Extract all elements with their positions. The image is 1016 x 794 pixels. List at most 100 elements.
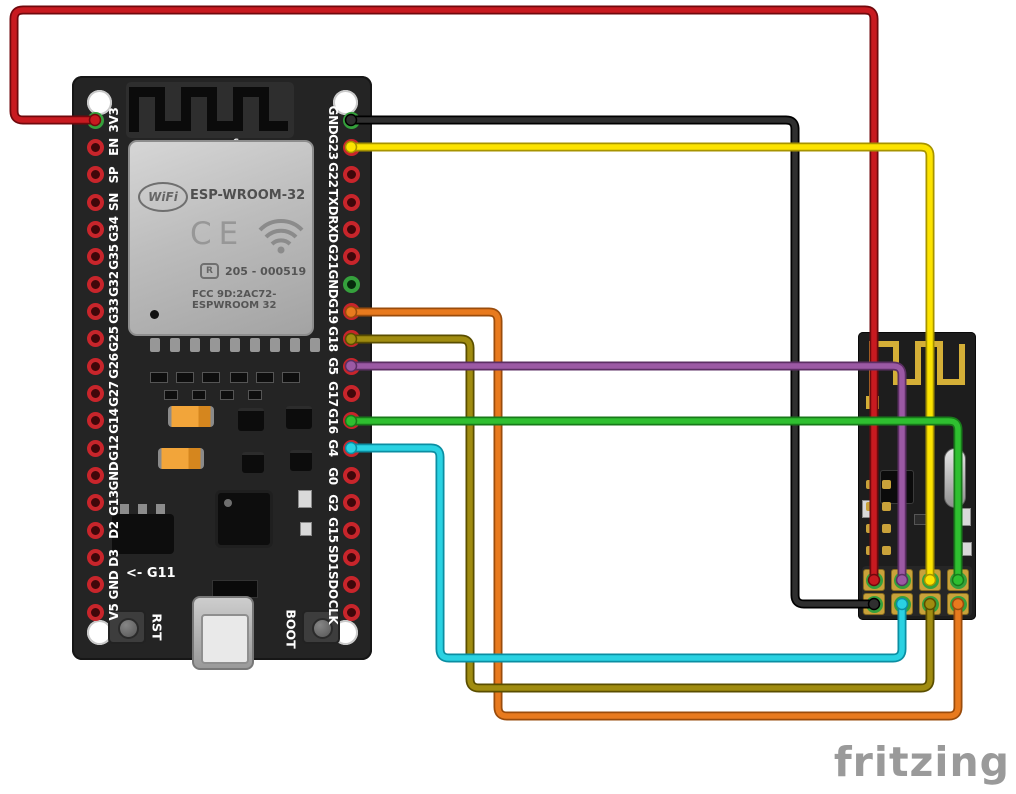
pin-label-right-rxd: RXD xyxy=(326,215,340,244)
pin-left-g26[interactable] xyxy=(86,357,104,375)
rst-button[interactable] xyxy=(108,610,146,644)
pin-right-gnd[interactable] xyxy=(342,275,360,293)
nrf-via-pad xyxy=(866,546,875,555)
pin-left-v5[interactable] xyxy=(86,603,104,621)
pin-right-sd1[interactable] xyxy=(342,549,360,567)
pin-label-right-gnd: GND xyxy=(326,269,340,299)
pin-label-left-v5: V5 xyxy=(107,603,121,621)
pin-right-g0[interactable] xyxy=(342,467,360,485)
pin-label-right-g19: G19 xyxy=(326,298,340,325)
nrf-pin-r1c1[interactable] xyxy=(865,571,883,589)
pin-left-g12[interactable] xyxy=(86,439,104,457)
pin-left-d2[interactable] xyxy=(86,521,104,539)
pin-right-g22[interactable] xyxy=(342,166,360,184)
pin-label-right-g4: G4 xyxy=(326,439,340,457)
nrf-pin-r2c2[interactable] xyxy=(893,595,911,613)
pin-label-left-gnd: GND xyxy=(107,570,121,600)
pin-label-right-txd: TXD xyxy=(326,188,340,216)
pin-label-left-g32: G32 xyxy=(107,271,121,297)
pin-label-left-g25: G25 xyxy=(107,325,121,352)
nrf-pin-r1c2[interactable] xyxy=(893,571,911,589)
pin-right-rxd[interactable] xyxy=(342,220,360,238)
nrf-pin-r2c4[interactable] xyxy=(949,595,967,613)
pin-label-left-sn: SN xyxy=(107,193,121,212)
pin-label-right-g21: G21 xyxy=(326,243,340,270)
pin-label-left-g27: G27 xyxy=(107,380,121,407)
pin-label-right-sdo: SDO xyxy=(326,570,340,599)
pin-left-g32[interactable] xyxy=(86,275,104,293)
pin-label-right-g17: G17 xyxy=(326,380,340,407)
pin-left-gnd[interactable] xyxy=(86,467,104,485)
pin-label-left-sp: SP xyxy=(107,166,121,184)
pin-right-sdo[interactable] xyxy=(342,576,360,594)
nrf-via-pad xyxy=(882,546,891,555)
pin-label-left-3v3: 3V3 xyxy=(107,107,121,133)
nrf-via-pad xyxy=(866,524,875,533)
usb-opening xyxy=(201,614,249,664)
pin-label-left-g33: G33 xyxy=(107,298,121,325)
pin-label-left-g34: G34 xyxy=(107,216,121,243)
pin-left-g14[interactable] xyxy=(86,412,104,430)
pin-label-left-g35: G35 xyxy=(107,243,121,270)
mounting-hole xyxy=(87,620,112,645)
pin-label-left-gnd: GND xyxy=(107,461,121,491)
pin-right-g4[interactable] xyxy=(342,439,360,457)
pin-left-g35[interactable] xyxy=(86,248,104,266)
pin-label-left-g13: G13 xyxy=(107,490,121,516)
pin-label-right-sd1: SD1 xyxy=(326,544,340,571)
pin-right-g18[interactable] xyxy=(342,330,360,348)
boot-button[interactable] xyxy=(302,610,340,644)
pin-label-right-g16: G16 xyxy=(326,408,340,434)
pin-label-left-d3: D3 xyxy=(107,548,121,567)
pin-left-3v3[interactable] xyxy=(86,111,104,129)
nrf-pin-r1c4[interactable] xyxy=(949,571,967,589)
pin-label-left-g26: G26 xyxy=(107,353,121,379)
pin-left-d3[interactable] xyxy=(86,549,104,567)
pin-right-txd[interactable] xyxy=(342,193,360,211)
nrf-via-pad xyxy=(882,524,891,533)
pin-right-g15[interactable] xyxy=(342,521,360,539)
smd-component xyxy=(962,542,972,556)
pin-right-g23[interactable] xyxy=(342,138,360,156)
pin-right-g21[interactable] xyxy=(342,248,360,266)
pin-left-sn[interactable] xyxy=(86,193,104,211)
pin-label-left-g14: G14 xyxy=(107,408,121,434)
pin-right-g5[interactable] xyxy=(342,357,360,375)
pin-label-left-g12: G12 xyxy=(107,435,121,462)
pin-left-g25[interactable] xyxy=(86,330,104,348)
pin-right-g2[interactable] xyxy=(342,494,360,512)
micro-usb-connector[interactable] xyxy=(192,596,254,670)
pin-label-right-g5: G5 xyxy=(326,357,340,375)
pin-left-en[interactable] xyxy=(86,138,104,156)
pin-left-gnd[interactable] xyxy=(86,576,104,594)
nrf-pin-r2c3[interactable] xyxy=(921,595,939,613)
pin-label-right-clk: CLK xyxy=(326,599,340,625)
pin-left-g33[interactable] xyxy=(86,302,104,320)
pin-label-right-g15: G15 xyxy=(326,517,340,544)
pin-right-gnd[interactable] xyxy=(342,111,360,129)
pin-right-g19[interactable] xyxy=(342,302,360,320)
pin-label-right-g0: G0 xyxy=(326,466,340,485)
pin-label-right-g22: G22 xyxy=(326,161,340,188)
nrf-via-pad xyxy=(882,502,891,511)
pin-right-g17[interactable] xyxy=(342,385,360,402)
pin-label-left-d2: D2 xyxy=(107,521,121,540)
pin-left-g27[interactable] xyxy=(86,385,104,402)
pin-label-right-g23: G23 xyxy=(326,134,340,161)
pin-label-left-en: EN xyxy=(107,138,121,157)
pin-label-right-g2: G2 xyxy=(326,494,340,512)
pin-label-right-g18: G18 xyxy=(326,325,340,352)
pin-left-g34[interactable] xyxy=(86,220,104,238)
pin-label-right-gnd: GND xyxy=(326,105,340,135)
nrf-via-pad xyxy=(866,480,875,489)
nrf-via-pad xyxy=(882,480,891,489)
nrf-pin-r1c3[interactable] xyxy=(921,571,939,589)
pin-right-g16[interactable] xyxy=(342,412,360,430)
nrf-pin-r2c1[interactable] xyxy=(865,595,883,613)
pin-left-sp[interactable] xyxy=(86,166,104,184)
pin-left-g13[interactable] xyxy=(86,494,104,512)
pin-right-clk[interactable] xyxy=(342,603,360,621)
nrf-via-pad xyxy=(866,502,875,511)
